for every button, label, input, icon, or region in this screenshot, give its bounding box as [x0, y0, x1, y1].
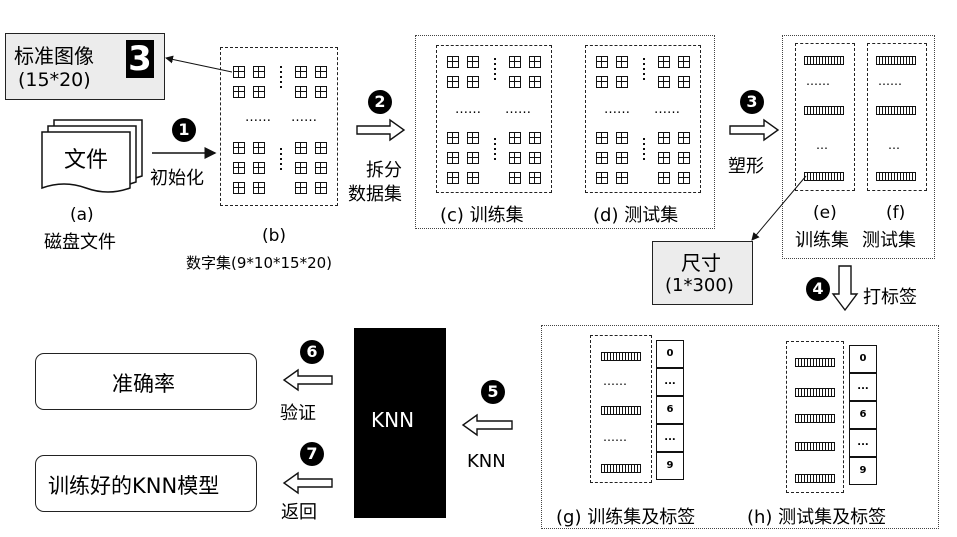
- arrow-step-3: [729, 118, 780, 142]
- reshaped-train-caption: 训练集: [795, 230, 849, 251]
- reshaped-test-dots: …: [888, 138, 900, 152]
- size-box-title: 尺寸: [681, 251, 721, 275]
- digit-three-glyph: 3: [128, 39, 152, 79]
- file-stack-icon: [41, 119, 143, 193]
- train-tag-1: ...: [656, 368, 684, 396]
- train-set-ellipsis: ……: [455, 102, 481, 117]
- labeled-train-box: …… ……: [590, 335, 652, 483]
- step-2-label-line2: 数据集: [348, 184, 402, 205]
- train-tag-4: 9: [656, 452, 684, 480]
- reshaped-train-box: …… …: [795, 43, 855, 191]
- labeled-test-box: [786, 341, 844, 493]
- accuracy-label: 准确率: [112, 372, 175, 396]
- reshaped-train-letter: (e): [813, 203, 837, 223]
- model-box: 训练好的KNN模型: [35, 455, 257, 512]
- size-box: 尺寸 (1*300): [652, 241, 753, 305]
- step-2-badge: 2: [368, 90, 392, 114]
- step-7-badge: 7: [300, 442, 324, 466]
- digit-set-caption: 数字集(9*10*15*20): [186, 254, 333, 272]
- step-7-label: 返回: [281, 502, 317, 523]
- reshaped-test-caption: 测试集: [862, 230, 916, 251]
- train-tag-3: ...: [656, 424, 684, 452]
- file-caption: 磁盘文件: [44, 232, 116, 253]
- reshaped-test-letter: (f): [886, 203, 906, 223]
- test-set-ellipsis: ……: [604, 102, 630, 117]
- step-3-label: 塑形: [728, 156, 764, 177]
- reshaped-test-box: …… …: [867, 43, 927, 191]
- step-4-label: 打标签: [863, 287, 917, 308]
- model-label: 训练好的KNN模型: [48, 474, 220, 498]
- standard-image-title: 标准图像: [14, 44, 94, 68]
- test-set-ellipsis-2: ……: [654, 102, 680, 117]
- step-2-label-line1: 拆分: [366, 160, 402, 181]
- arrow-to-size-box: [751, 175, 807, 241]
- reshaped-train-ellipsis: ……: [806, 74, 830, 88]
- labeled-train-caption: (g) 训练集及标签: [556, 507, 696, 528]
- accuracy-box: 准确率: [35, 353, 257, 410]
- arrow-step-5: [461, 413, 513, 437]
- step-4-badge: 4: [806, 277, 830, 301]
- labeled-test-caption: (h) 测试集及标签: [747, 507, 887, 528]
- file-caption-letter: (a): [70, 205, 94, 225]
- digit-set-ellipsis-2: ……: [291, 110, 317, 125]
- train-tag-0: 0: [656, 340, 684, 368]
- labeled-train-ellipsis: ……: [603, 374, 627, 388]
- digit-set-caption-letter: (b): [262, 226, 287, 246]
- test-set-caption: (d) 测试集: [593, 205, 679, 226]
- reshaped-test-ellipsis: ……: [878, 74, 902, 88]
- arrow-step-6: [282, 368, 333, 392]
- step-1-badge: 1: [172, 118, 196, 142]
- step-5-label: KNN: [467, 451, 506, 472]
- step-5-badge: 5: [481, 380, 505, 404]
- reshaped-sets-panel: [782, 35, 935, 259]
- standard-image-box: 标准图像 (15*20) 3: [5, 33, 165, 100]
- train-set-caption: (c) 训练集: [440, 205, 524, 226]
- knn-block: KNN: [354, 328, 446, 518]
- digit-set-ellipsis: ……: [245, 110, 271, 125]
- step-6-label: 验证: [280, 403, 316, 424]
- step-1-label: 初始化: [150, 168, 204, 189]
- split-sets-panel: [415, 35, 715, 229]
- arrow-to-standard-image: [165, 55, 233, 73]
- knn-block-label: KNN: [371, 408, 415, 432]
- train-set-box: …… ……: [436, 45, 552, 193]
- standard-image-size: (15*20): [18, 69, 91, 91]
- test-tag-3: ...: [849, 429, 877, 457]
- step-3-badge: 3: [740, 90, 764, 114]
- digit-three-thumbnail: 3: [126, 40, 154, 78]
- labeled-train-ellipsis-2: ……: [603, 430, 627, 444]
- test-tag-0: 0: [849, 345, 877, 373]
- labeled-sets-panel: [541, 325, 939, 529]
- test-tag-2: 6: [849, 401, 877, 429]
- arrow-step-2: [356, 118, 406, 142]
- train-set-ellipsis-2: ……: [505, 102, 531, 117]
- step-6-badge: 6: [300, 340, 324, 364]
- size-box-size: (1*300): [665, 275, 734, 296]
- arrow-step-7: [282, 471, 333, 495]
- test-tag-1: ...: [849, 373, 877, 401]
- digit-set-box: …… ……: [220, 47, 338, 206]
- test-set-box: …… ……: [585, 45, 701, 193]
- arrow-step-4: [831, 265, 859, 312]
- test-tag-4: 9: [849, 457, 877, 485]
- file-label: 文件: [64, 148, 109, 173]
- reshaped-train-dots: …: [816, 138, 828, 152]
- train-tag-2: 6: [656, 396, 684, 424]
